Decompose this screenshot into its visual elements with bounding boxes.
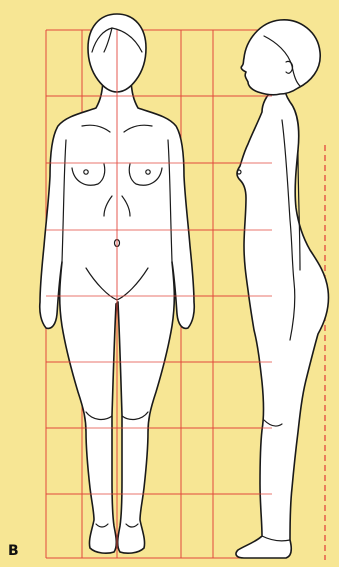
plate-letter: B [8, 544, 19, 558]
